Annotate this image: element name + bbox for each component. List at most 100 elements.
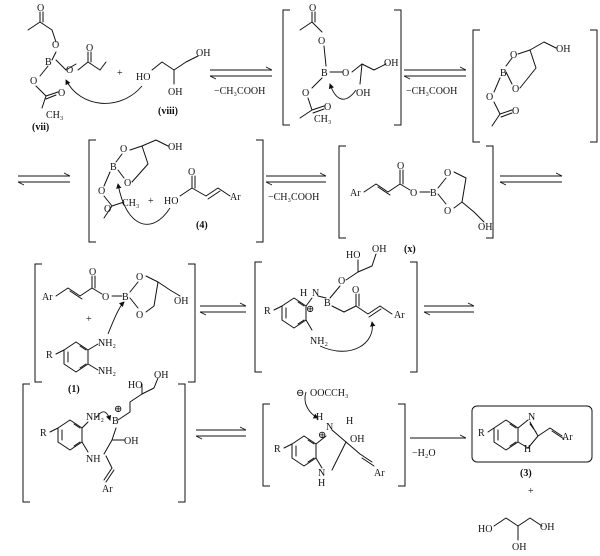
atom-nh2: NH₂ [98, 338, 116, 349]
atom-r: R [40, 428, 47, 439]
atom-r: R [478, 428, 485, 439]
atom-b: B [430, 188, 437, 199]
atom-n: N [528, 412, 535, 423]
atom-oh: OH [168, 142, 182, 153]
product-box [471, 405, 593, 463]
cyclic-borate-acetate: B O O OH O O [472, 29, 598, 143]
atom-ar: Ar [350, 188, 361, 199]
condition-step1: −CH₃COOH [214, 86, 265, 97]
atom-o: O [397, 161, 404, 172]
atom-o: O [102, 292, 109, 303]
atom-o: O [318, 36, 325, 47]
intermediate-x: Ar O O B O O OH [338, 145, 494, 239]
glycerol-regenerated: HO OH OH [478, 517, 554, 553]
atom-ho: HO [164, 196, 178, 207]
atom-b: B [500, 68, 507, 79]
atom-n: N [312, 288, 319, 299]
atom-r: R [274, 444, 281, 455]
atom-o: O [89, 267, 96, 278]
atom-r: R [46, 350, 53, 361]
atom-b: B [122, 292, 129, 303]
atom-o: O [136, 310, 143, 321]
atom-h: H [300, 288, 307, 299]
atom-oh: OH [154, 370, 168, 381]
atom-b: B [112, 416, 119, 427]
atom-oh: OH [478, 222, 492, 233]
atom-n: N [326, 422, 333, 433]
atom-o: O [66, 65, 73, 76]
plus-sign: + [117, 68, 123, 79]
atom-h: H [316, 412, 323, 423]
atom-o: O [136, 272, 143, 283]
atom-o: O [510, 50, 517, 61]
label-vii: (vii) [32, 122, 49, 133]
atom-o: O [58, 88, 65, 99]
atom-h: H [346, 416, 353, 427]
condition-step2: −CH₃COOH [406, 86, 457, 97]
charge-minus: ⊖ [296, 388, 304, 399]
plus-sign: + [528, 486, 534, 497]
atom-ho: HO [128, 380, 142, 391]
atom-o: O [352, 285, 359, 296]
atom-ho: HO [136, 72, 150, 83]
label-3: (3) [520, 468, 532, 479]
atom-o: O [410, 188, 417, 199]
charge-plus: ⊕ [306, 304, 314, 315]
product-benzimidazole: R N H Ar [471, 405, 593, 463]
intermediate-3: Ar O O B O O OH + R NH₂ NH₂ [34, 263, 196, 383]
condition-step4: −H₂O [412, 448, 436, 459]
label-viii: (viii) [158, 106, 178, 117]
atom-o: O [104, 204, 111, 215]
atom-h: H [524, 444, 531, 455]
plus-sign: + [148, 196, 154, 207]
atom-o: O [324, 102, 331, 113]
atom-nh: NH [86, 454, 100, 465]
atom-ch3: CH₃ [46, 110, 63, 121]
atom-b: B [45, 57, 52, 68]
atom-o: O [98, 186, 105, 197]
atom-ch3: CH₃ [314, 114, 331, 125]
atom-oh: OH [196, 48, 210, 59]
atom-oh: OH [124, 436, 138, 447]
atom-o: O [444, 168, 451, 179]
atom-b: B [110, 162, 117, 173]
atom-o: O [342, 68, 349, 79]
atom-o: O [302, 88, 309, 99]
atom-nh2: NH₂ [310, 336, 328, 347]
atom-oh: OH [540, 522, 554, 533]
atom-o: O [444, 206, 451, 217]
label-4: (4) [196, 220, 208, 231]
atom-ar: Ar [42, 292, 53, 303]
atom-ar: Ar [374, 468, 385, 479]
atom-oh: OH [168, 87, 182, 98]
atom-o: O [30, 76, 37, 87]
atom-r: R [264, 306, 271, 317]
atom-o: O [188, 167, 195, 178]
condition-step3: −CH₃COOH [268, 192, 319, 203]
atom-ar: Ar [394, 310, 405, 321]
atom-o: O [512, 84, 519, 95]
atom-ar: Ar [102, 484, 113, 495]
atom-ar: Ar [230, 192, 241, 203]
atom-o: O [512, 106, 519, 117]
atom-ar: Ar [562, 432, 573, 443]
atom-oh: OH [384, 58, 398, 69]
label-1: (1) [68, 384, 80, 395]
atom-nh2: NH₂ [86, 412, 104, 423]
atom-b: B [324, 298, 331, 309]
charge-plus: ⊕ [318, 430, 326, 441]
atom-oh: OH [350, 434, 364, 445]
atom-o: O [486, 92, 493, 103]
atom-n: N [318, 468, 325, 479]
intermediate-4: R H N ⊕ NH₂ B O HO OH O Ar [254, 244, 418, 373]
intermediate-6: ⊖ OOCCH₃ R H N ⊕ H N H OH Ar [262, 388, 406, 489]
atom-b: B [321, 68, 328, 79]
intermediate-5: R NH₂ NH B ⊕ OH HO OH Ar [22, 370, 186, 503]
atom-oh: OH [372, 244, 386, 255]
triacetyl-borate: O O B O O O O CH₃ (vii) [27, 3, 107, 133]
atom-acetate: OOCCH₃ [310, 388, 349, 399]
atom-ho: HO [346, 250, 360, 261]
atom-oh: OH [556, 44, 570, 55]
atom-o: O [86, 43, 93, 54]
